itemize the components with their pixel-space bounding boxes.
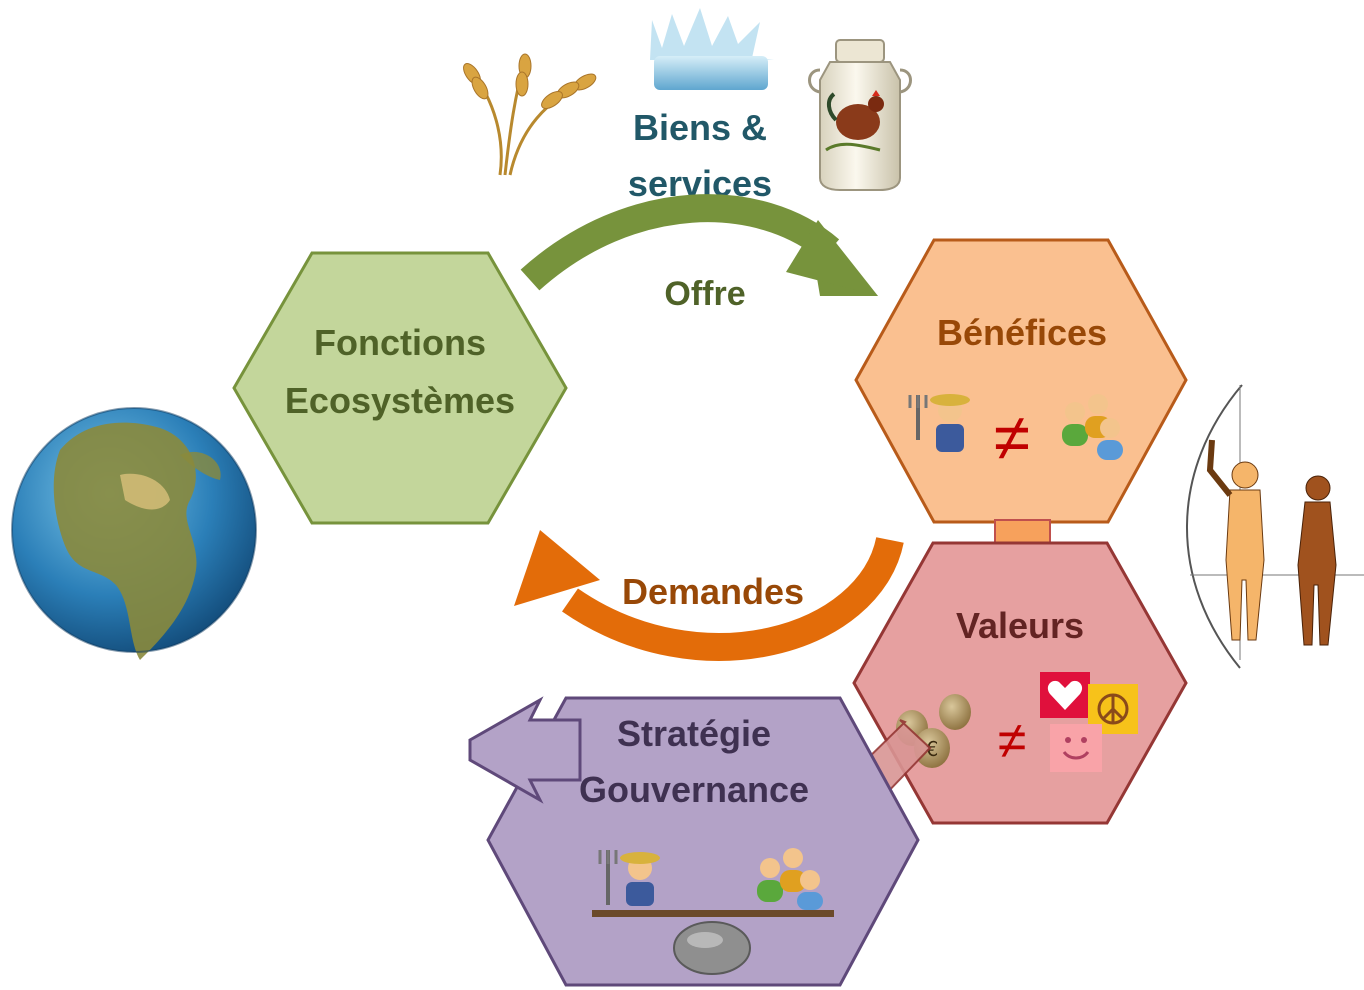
strategie-gouvernance-node: Stratégie Gouvernance bbox=[468, 696, 920, 987]
valeurs-label: Valeurs bbox=[956, 605, 1084, 646]
milk-can-icon bbox=[808, 39, 912, 191]
offre-label: Offre bbox=[664, 275, 745, 313]
human-figures-icon bbox=[1186, 384, 1364, 669]
farmer-icon bbox=[598, 850, 660, 906]
svg-text:€: € bbox=[926, 737, 939, 761]
strategie-label-line1: Stratégie bbox=[617, 713, 771, 754]
wheat-icon bbox=[463, 53, 597, 176]
benefices-label: Bénéfices bbox=[937, 312, 1107, 353]
fonctions-label-line2: Ecosystèmes bbox=[285, 380, 515, 421]
farmer-icon bbox=[908, 394, 970, 452]
valeurs-node: Valeurs € ≠ bbox=[852, 541, 1188, 825]
people-group-icon bbox=[1062, 394, 1123, 460]
heart-peace-smile-icon bbox=[1040, 672, 1138, 772]
fonctions-ecosystemes-node: Fonctions Ecosystèmes bbox=[232, 251, 568, 525]
water-splash-icon bbox=[650, 8, 774, 90]
money-bags-icon: € bbox=[896, 694, 971, 768]
biens-services-label-line1: Biens & bbox=[633, 107, 767, 148]
fonctions-label-line1: Fonctions bbox=[314, 322, 486, 363]
demandes-arrow bbox=[514, 530, 904, 661]
benefices-not-equal-symbol: ≠ bbox=[994, 400, 1030, 474]
people-group-icon bbox=[757, 848, 823, 910]
demandes-label: Demandes bbox=[622, 571, 804, 612]
balance-scale-icon bbox=[592, 848, 834, 975]
valeurs-not-equal-symbol: ≠ bbox=[998, 712, 1027, 770]
benefices-node: Bénéfices ≠ bbox=[854, 238, 1188, 524]
offre-arrow bbox=[520, 194, 878, 296]
earth-globe-icon bbox=[11, 407, 257, 660]
strategie-label-line2: Gouvernance bbox=[579, 769, 809, 810]
